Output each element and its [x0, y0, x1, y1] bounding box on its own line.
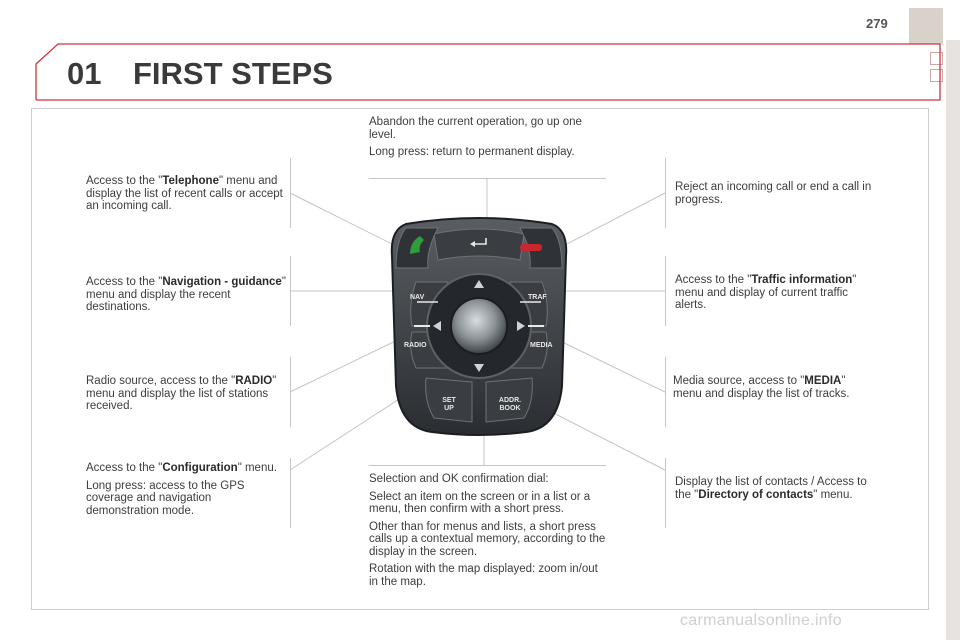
- addr-book-key-label: ADDR. BOOK: [498, 397, 522, 412]
- radio-key-label: RADIO: [404, 342, 427, 349]
- chapter-header-frame: [35, 43, 941, 101]
- chapter-number: 01: [67, 56, 102, 91]
- sidebar-strip: [946, 40, 960, 640]
- setup-key-label: SET UP: [442, 397, 456, 412]
- nav-key-label: NAV: [410, 294, 425, 301]
- control-panel-illustration: [390, 217, 568, 436]
- reject-callout: Reject an incoming call or end a call in…: [675, 181, 872, 206]
- configuration-callout: Access to the "Configuration" menu. Long…: [86, 462, 277, 517]
- watermark-footer: carmanualsonline.info: [680, 612, 842, 629]
- divider-line: [665, 357, 666, 427]
- divider-line: [665, 458, 666, 528]
- media-key-label: MEDIA: [530, 342, 553, 349]
- media-callout: Media source, access to "MEDIA" menu and…: [673, 375, 850, 400]
- radio-callout: Radio source, access to the "RADIO" menu…: [86, 375, 277, 412]
- divider-line: [290, 458, 291, 528]
- divider-line: [665, 256, 666, 326]
- divider-line: [369, 465, 606, 466]
- chapter-title: FIRST STEPS: [133, 56, 333, 91]
- traffic-callout: Access to the "Traffic information" menu…: [675, 274, 857, 311]
- traf-key-label: TRAF: [528, 294, 547, 301]
- back-callout: Abandon the current operation, go up one…: [369, 116, 582, 158]
- dial-callout: Selection and OK confirmation dial: Sele…: [369, 473, 606, 588]
- page-number: 279: [866, 16, 888, 31]
- content-frame: [31, 108, 929, 610]
- contacts-callout: Display the list of contacts / Access to…: [675, 476, 867, 501]
- page-corner-tab: [909, 8, 943, 44]
- navigation-callout: Access to the "Navigation - guidance" me…: [86, 276, 286, 313]
- divider-line: [665, 158, 666, 228]
- telephone-callout: Access to the "Telephone" menu and displ…: [86, 175, 283, 212]
